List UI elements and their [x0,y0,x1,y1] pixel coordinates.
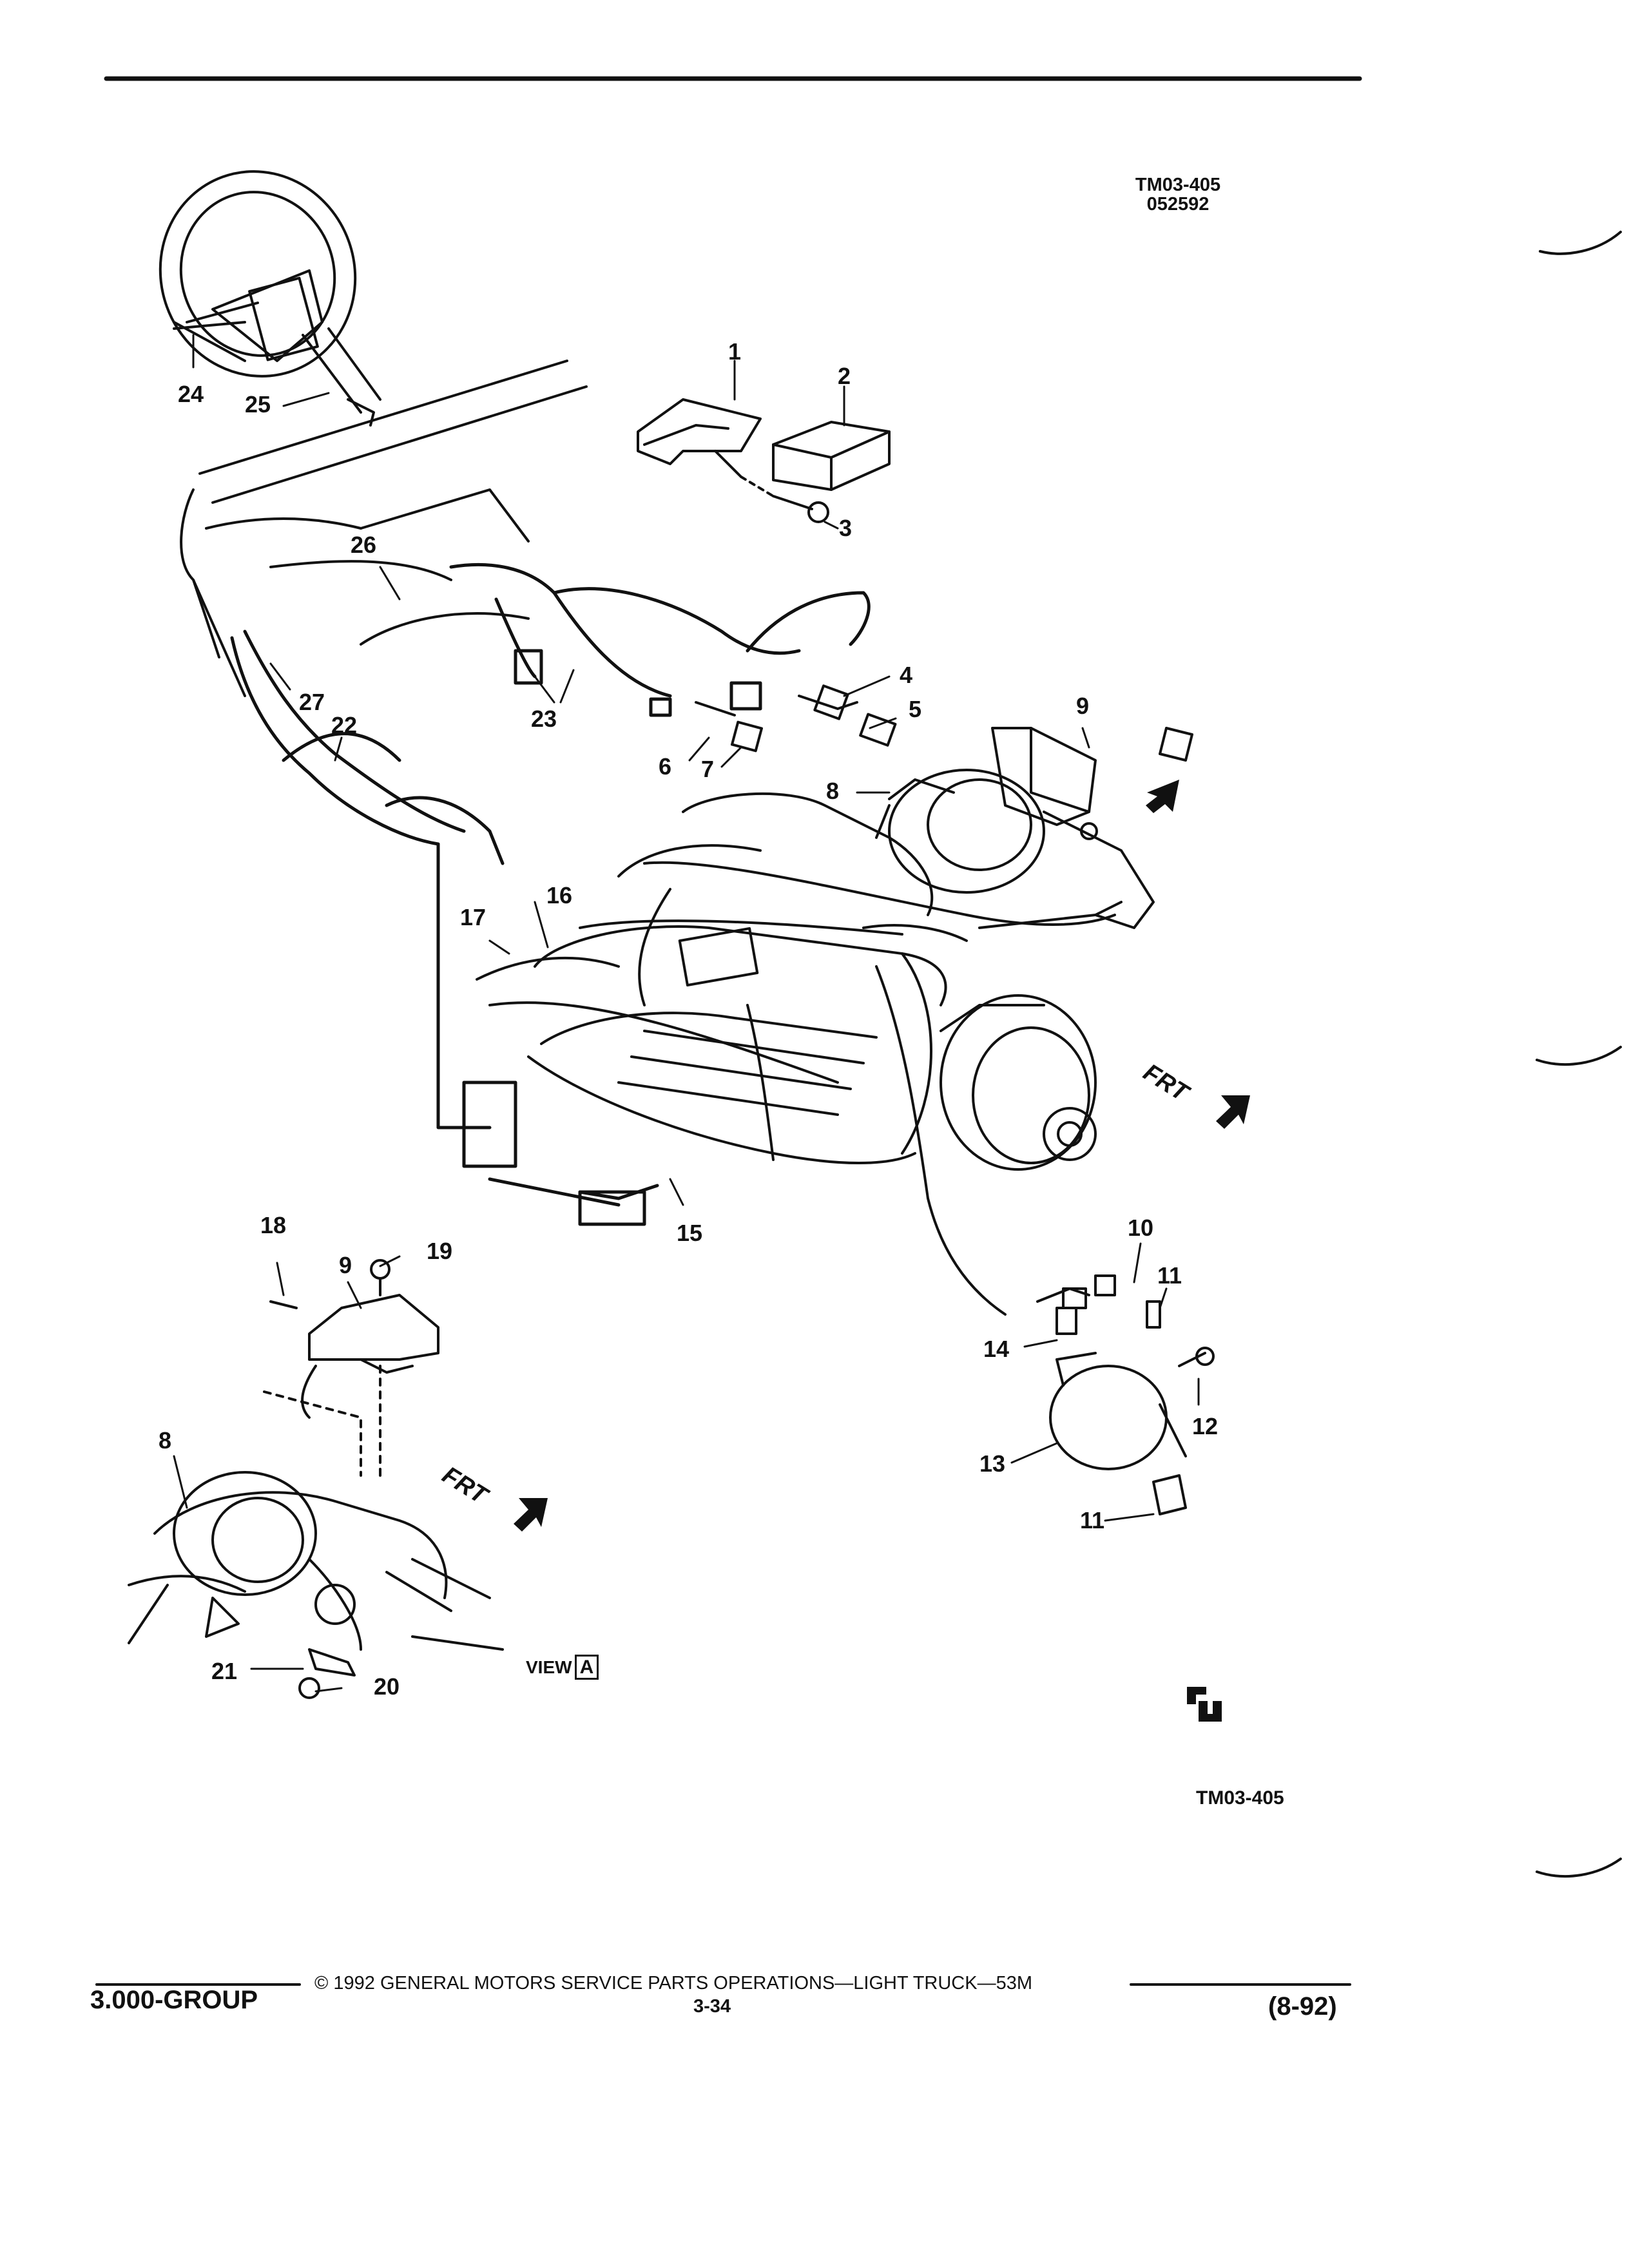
bracket-part-9 [991,727,1155,929]
steering-wheel [159,170,381,427]
footer-copyright: © 1992 GENERAL MOTORS SERVICE PARTS OPER… [314,1973,1032,1994]
wiring-harness [230,562,871,1226]
booster-part-8 [875,769,1045,894]
callout-20: 20 [374,1673,400,1700]
drawing-id: TM03-405 [1135,175,1221,195]
callout-5: 5 [909,696,922,722]
callout-8: 8 [826,778,840,804]
callout-27: 27 [299,689,325,715]
callout-2: 2 [838,363,851,389]
callout-12: 12 [1192,1413,1219,1439]
bracket-part-1 [637,398,762,478]
footer-page: 3-34 [693,1996,731,2017]
view-marker-letter: A [574,1655,599,1680]
callout-1: 1 [728,338,742,365]
clip-part-11-lower [1152,1474,1187,1515]
callout-14: 14 [983,1336,1010,1362]
callout-6: 6 [659,753,672,780]
callout-9-detail: 9 [339,1252,352,1278]
callout-7: 7 [701,756,715,782]
callout-24: 24 [178,381,204,407]
bottom-drawing-id: TM03-405 [1196,1787,1284,1809]
view-a-detail [128,1259,504,1699]
callout-11: 11 [1157,1262,1182,1289]
callout-17: 17 [460,904,487,930]
callout-10: 10 [1128,1215,1154,1241]
module-part-2 [772,421,891,491]
arrow-frt-main [1216,1095,1250,1129]
logo-mark [1187,1687,1222,1722]
callout-18: 18 [260,1212,287,1238]
callout-22: 22 [331,712,358,738]
footer-date: (8-92) [1268,1992,1337,2021]
callout-3: 3 [839,515,853,541]
callout-13: 13 [979,1450,1006,1477]
callout-11-lower: 11 [1080,1507,1105,1533]
callout-16: 16 [546,882,573,908]
binder-mark-3 [1536,1858,1622,1878]
callout-21: 21 [211,1658,238,1684]
callout-19: 19 [427,1238,453,1264]
callout-9: 9 [1076,693,1090,719]
instrument-panel [180,360,588,697]
arrow-frt-detail [514,1498,548,1532]
callout-26: 26 [351,532,377,558]
callout-23: 23 [531,706,557,732]
callout-15: 15 [677,1220,703,1246]
arrow-view-a [1146,780,1179,813]
footer-group: 3.000-GROUP [90,1986,258,2014]
reservoir-part-13 [1049,1352,1187,1470]
fittings [695,684,897,753]
leader-lines [173,334,1200,1693]
binder-mark-2 [1536,1046,1622,1066]
bolt-part-3 [740,476,829,523]
view-marker-prefix: VIEW [526,1657,572,1677]
arrow-view-a-box [1159,727,1193,762]
callout-8-detail: 8 [159,1427,172,1454]
callout-4: 4 [900,662,913,688]
alternator [940,994,1097,1171]
date-code: 052592 [1146,194,1210,215]
binder-mark-1 [1539,231,1622,255]
drawing-header: TM03-405 052592 [1107,175,1249,215]
small-parts [1036,1274,1215,1367]
callout-25: 25 [245,391,271,418]
